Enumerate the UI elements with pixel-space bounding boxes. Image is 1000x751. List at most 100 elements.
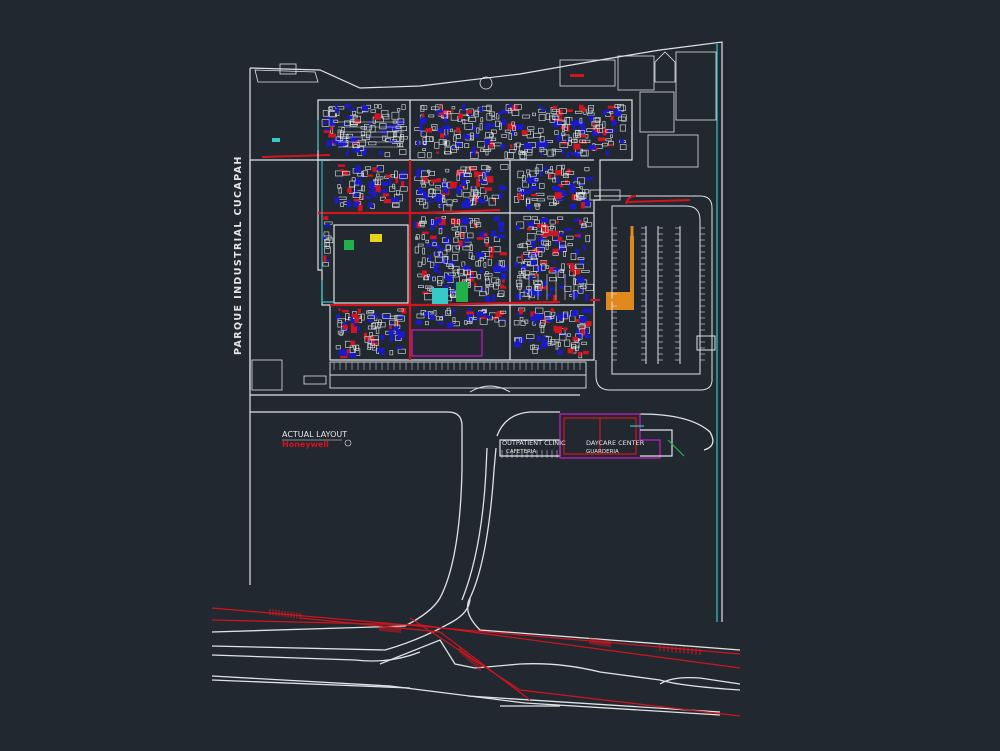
equipment-outline [564, 339, 571, 347]
equipment-block [557, 236, 563, 242]
equipment-outline [335, 345, 341, 350]
equipment-block [498, 221, 504, 228]
equipment-outline [544, 311, 551, 317]
equipment-block [499, 185, 506, 191]
equipment-block [452, 145, 455, 148]
equipment-outline [475, 195, 479, 199]
equipment-outline [425, 285, 433, 289]
equipment-outline [577, 286, 584, 294]
equipment-outline [548, 202, 557, 206]
equipment-outline [548, 277, 557, 282]
equipment-outline [482, 172, 486, 180]
equipment-block [530, 260, 536, 266]
equipment-outline [417, 261, 423, 267]
equipment-block [585, 335, 592, 339]
equipment-outline [480, 117, 484, 123]
equipment-block [541, 341, 548, 348]
equipment-block [368, 190, 375, 195]
equipment-outline [484, 271, 489, 275]
equipment-outline [577, 177, 585, 185]
equipment-outline [534, 203, 541, 207]
equipment-block [535, 265, 544, 272]
equipment-block [497, 234, 505, 239]
equipment-block [329, 119, 336, 126]
equipment-block [485, 123, 490, 131]
equipment-block [417, 169, 424, 173]
equipment-outline [554, 130, 559, 135]
equipment-block [543, 230, 551, 236]
equipment-block [339, 349, 347, 357]
equipment-outline [431, 124, 438, 131]
equipment-outline [565, 235, 574, 240]
equipment-outline [587, 107, 593, 114]
equipment-outline [540, 319, 546, 326]
equipment-block [467, 202, 471, 209]
equipment-outline [539, 147, 545, 152]
equipment-outline [563, 251, 567, 257]
equipment-outline [346, 133, 353, 139]
equipment-block [422, 291, 429, 295]
equipment-outline [558, 341, 561, 347]
equipment-block [357, 308, 361, 314]
equipment-block [492, 294, 496, 302]
equipment-outline [532, 347, 538, 354]
equipment-block [585, 177, 593, 181]
equipment-block [595, 132, 598, 136]
equipment-outline [367, 325, 376, 330]
equipment-outline [480, 309, 487, 313]
equipment-block [526, 227, 532, 231]
equipment-outline [369, 125, 376, 133]
equipment-outline [466, 180, 470, 184]
equipment-block [323, 130, 331, 133]
equipment-outline [479, 291, 488, 297]
parking-stalls [612, 227, 705, 361]
equipment-outline [574, 110, 583, 114]
equipment-block [353, 199, 360, 203]
equipment-outline [469, 166, 478, 170]
equipment-outline [602, 121, 606, 129]
equipment-outline [486, 104, 492, 112]
equipment-outline [423, 141, 427, 146]
equipment-block [556, 220, 559, 224]
equipment-outline [538, 114, 546, 121]
equipment-block [488, 141, 494, 148]
equipment-outline [361, 185, 365, 192]
equipment-outline [337, 129, 341, 137]
equipment-block [476, 181, 480, 187]
equipment-block [438, 270, 442, 274]
equipment-block [484, 139, 490, 146]
equipment-block [422, 231, 429, 235]
equipment-block [539, 286, 547, 290]
equipment-outline [549, 219, 556, 225]
equipment-outline [549, 315, 555, 319]
equipment-outline [493, 142, 502, 147]
equipment-outline [376, 173, 380, 178]
equipment-block [436, 110, 443, 114]
equipment-block [541, 233, 549, 237]
equipment-block [444, 284, 449, 291]
equipment-block [361, 196, 364, 200]
equipment-outline [441, 182, 448, 188]
equipment-outline [552, 252, 559, 256]
equipment-block [436, 178, 441, 183]
equipment-outline [548, 173, 556, 180]
equipment-outline [374, 104, 378, 109]
equipment-outline [531, 183, 536, 186]
equipment-block [479, 106, 483, 112]
equipment-block [394, 338, 402, 341]
equipment-outline [398, 142, 403, 147]
equipment-outline [554, 149, 562, 152]
equipment-block [565, 179, 569, 185]
equipment-block [463, 226, 466, 230]
equipment-block [419, 123, 423, 131]
equipment-block [514, 341, 521, 348]
equipment-outline [432, 189, 442, 194]
equipment-outline [560, 132, 566, 137]
equipment-block [336, 314, 341, 320]
equipment-block [572, 336, 579, 341]
equipment-outline [517, 187, 521, 192]
equipment-block [458, 240, 463, 247]
equipment-outline [455, 245, 461, 250]
equipment-block [438, 219, 446, 226]
equipment-block [325, 223, 330, 228]
